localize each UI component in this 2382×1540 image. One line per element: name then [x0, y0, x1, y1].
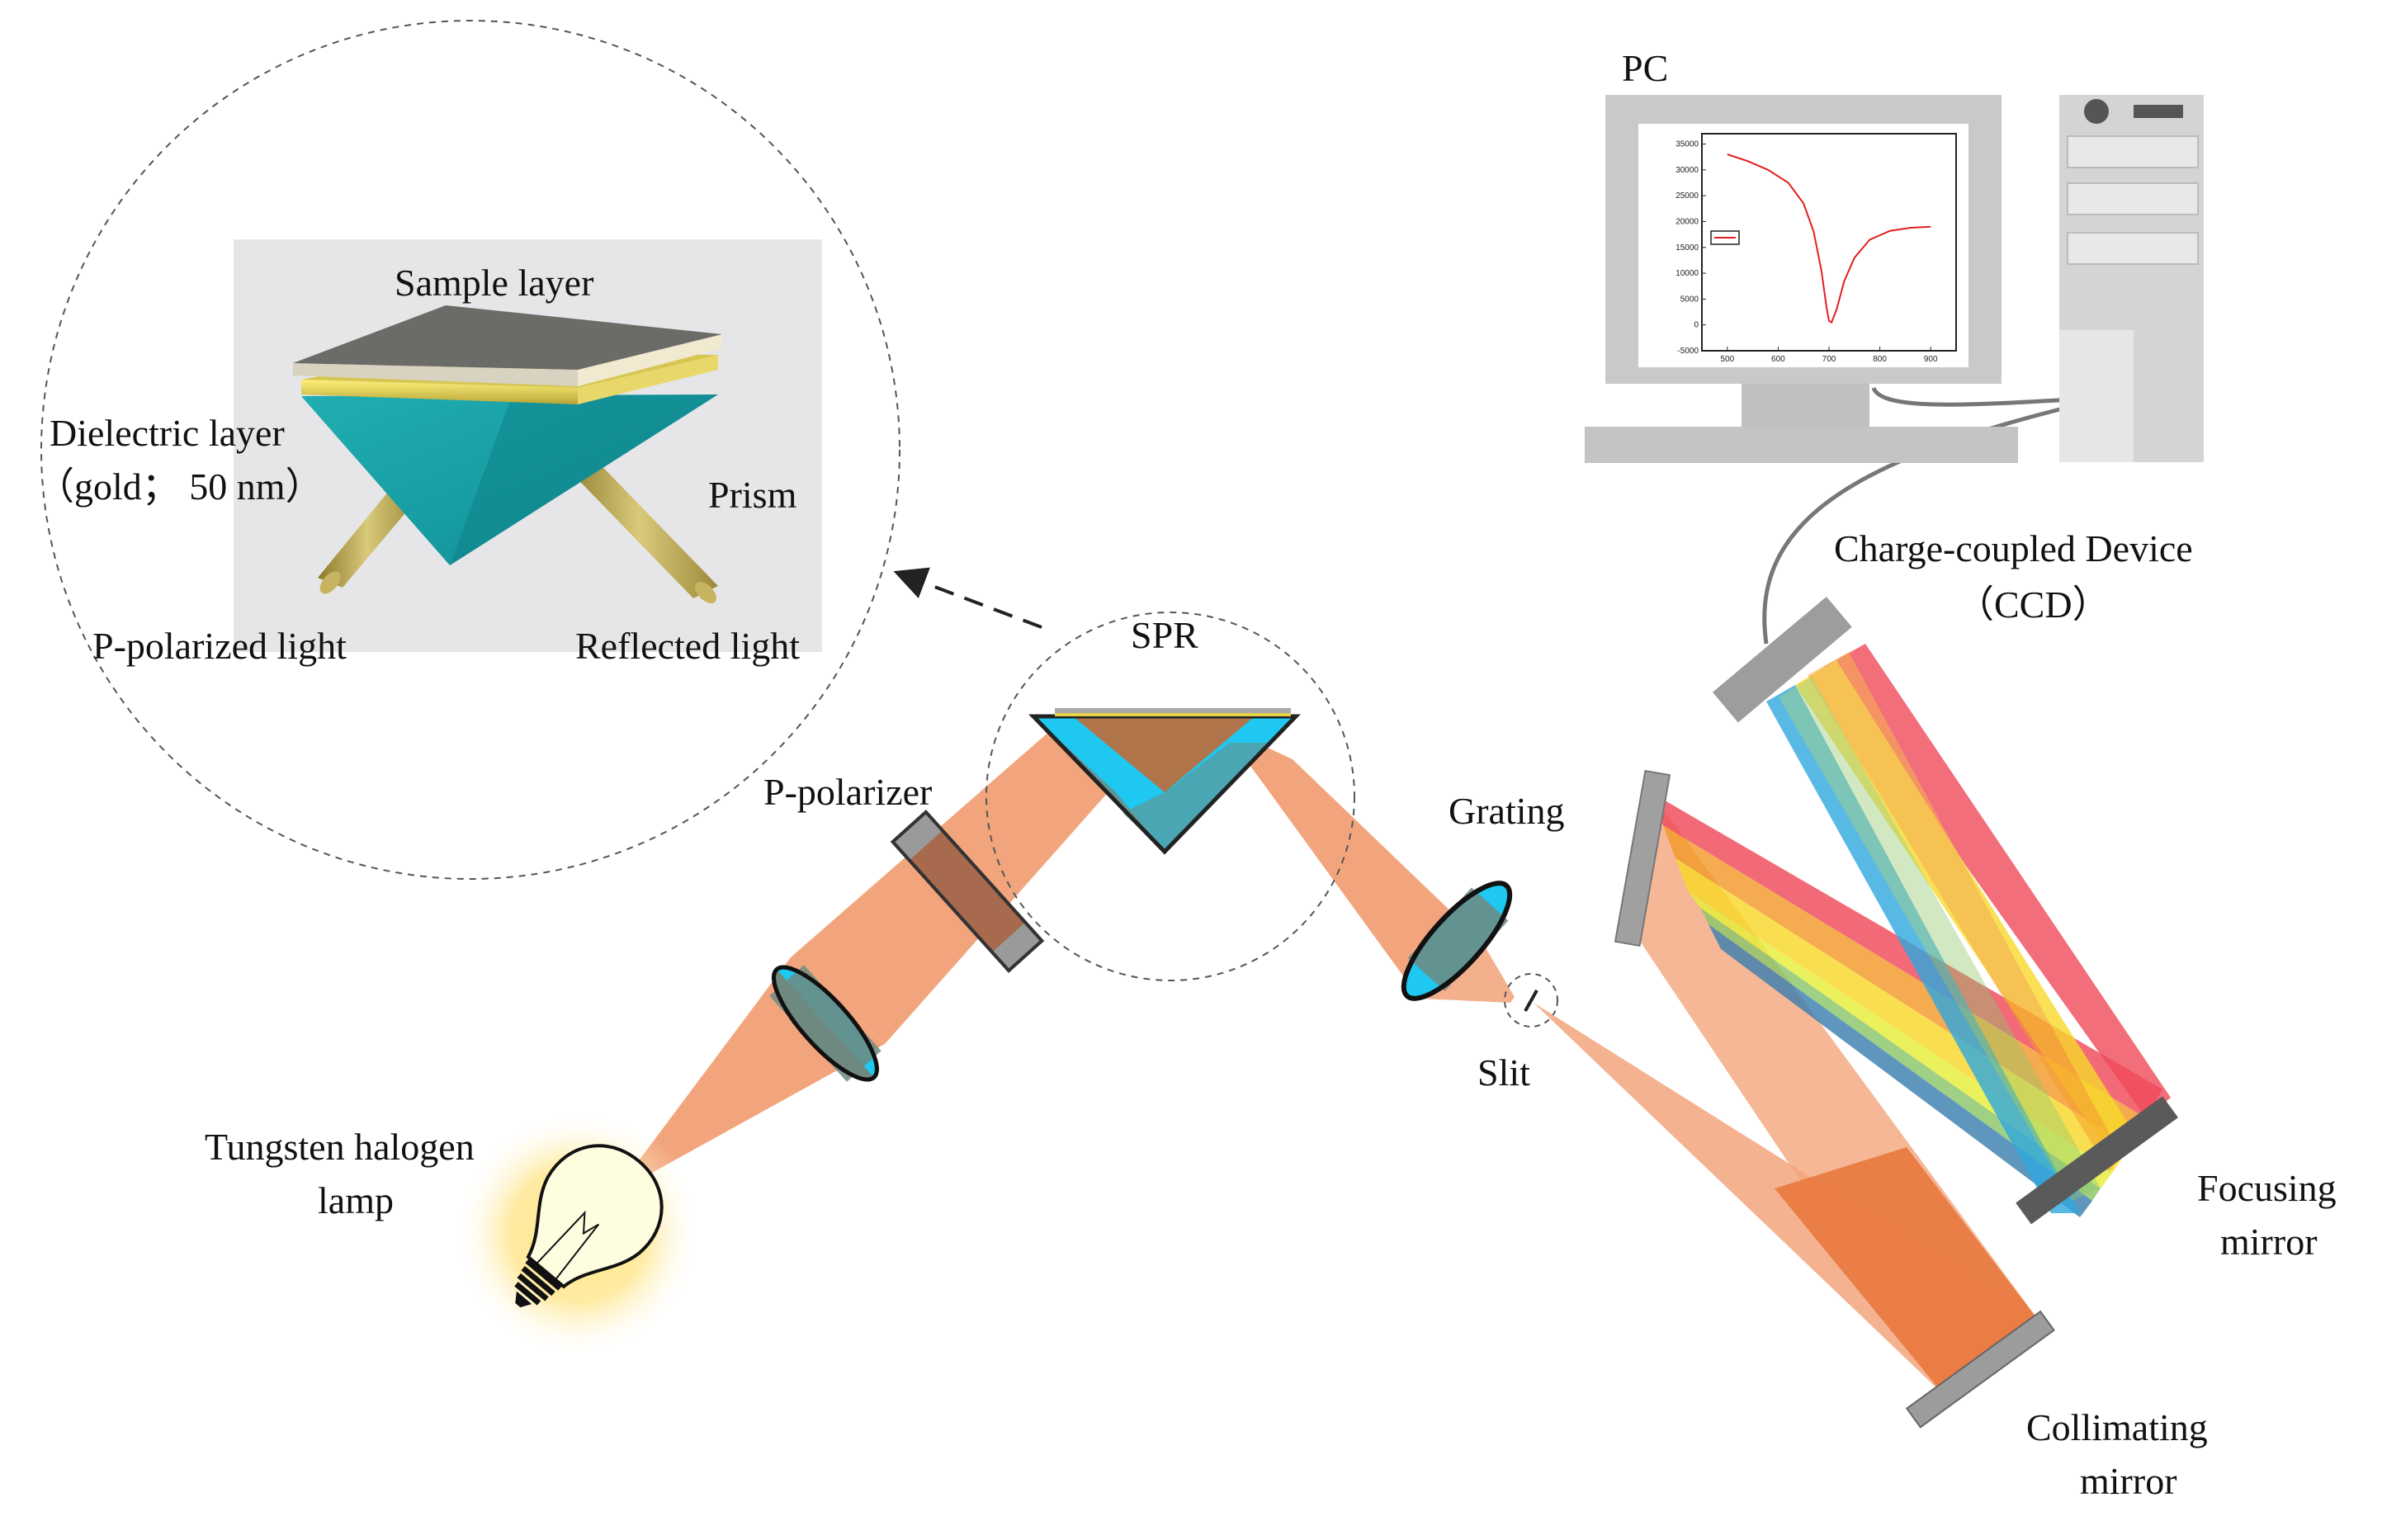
- label-p-polarized-light: P-polarized light: [92, 625, 347, 667]
- monitor-neck: [1742, 384, 1869, 427]
- chart-x-ticks: 500 600 700 800 900: [1720, 347, 1938, 364]
- chart-x-tick-label: 700: [1822, 355, 1836, 364]
- p-polarizer: [890, 810, 1045, 973]
- label-reflected-light: Reflected light: [575, 625, 800, 667]
- chart-y-tick-label: 25000: [1675, 191, 1699, 201]
- label-ccd-line2: （CCD）: [1956, 583, 2110, 626]
- chart-y-tick-label: 20000: [1675, 217, 1699, 226]
- tower-slot-top: [2134, 105, 2183, 118]
- chart-y-tick-label: 15000: [1675, 243, 1699, 253]
- collimating-mirror: [1905, 1310, 2055, 1429]
- chart-curve: [1727, 154, 1931, 324]
- chart-y-tick-label: -5000: [1677, 347, 1699, 356]
- chart-x-tick-label: 800: [1873, 355, 1887, 364]
- pc: PC 35000 30000 25000 20000 15000 10000 5000 0 -5…: [1585, 47, 2204, 463]
- spr-gold-film: [1055, 713, 1291, 716]
- input-beam: [621, 718, 1515, 1190]
- tungsten-halogen-lamp: [454, 1110, 702, 1358]
- chart-y-tick-label: 35000: [1675, 140, 1699, 149]
- chart-x-tick-label: 500: [1720, 355, 1734, 364]
- ccd-detector: [1712, 596, 1852, 723]
- chart-x-tick-label: 900: [1924, 355, 1938, 364]
- p-polarized-light-rod: [318, 487, 417, 594]
- label-collimating-line1: Collimating: [2026, 1406, 2208, 1448]
- monitor-cable: [1871, 386, 2101, 407]
- focused-beams: [1766, 644, 2171, 1213]
- label-focusing-line2: mirror: [2220, 1221, 2318, 1263]
- label-dielectric-line2: （gold； 50 nm）: [36, 465, 324, 508]
- spr-circle: [985, 612, 1355, 981]
- spr-sample-film: [1055, 708, 1291, 713]
- lens-1: [769, 965, 881, 1082]
- drive-bay-2: [2067, 182, 2199, 215]
- slit: [1504, 973, 1558, 1027]
- lens-2: [1401, 881, 1513, 1001]
- lightbulb-icon: [514, 1144, 664, 1308]
- chart-y-ticks: 35000 30000 25000 20000 15000 10000 5000 0 -5000: [1675, 140, 1706, 356]
- prism-3d: [301, 394, 718, 565]
- label-collimating-line2: mirror: [2080, 1460, 2177, 1502]
- label-pc: PC: [1622, 47, 1668, 89]
- label-spr: SPR: [1131, 614, 1198, 656]
- spr-prism: [1028, 708, 1301, 855]
- monitor-chart: 35000 30000 25000 20000 15000 10000 5000 0 -5000…: [1675, 133, 1957, 364]
- chart-y-tick-label: 10000: [1675, 269, 1699, 278]
- zoom-circle: [40, 20, 900, 880]
- chart-y-tick-label: 0: [1694, 321, 1699, 330]
- zoom-arrow: [893, 567, 1042, 629]
- sample-layer-3d: [293, 305, 722, 386]
- drive-bay-3: [2067, 232, 2199, 265]
- power-button-icon: [2084, 99, 2109, 124]
- label-lamp-line1: Tungsten halogen: [205, 1126, 475, 1168]
- chart-y-tick-label: 30000: [1675, 166, 1699, 175]
- beam-prism-to-lens: [1222, 726, 1482, 999]
- tower-side-panel: [2059, 330, 2134, 462]
- label-sample-layer: Sample layer: [395, 262, 593, 304]
- focusing-mirror: [2016, 1096, 2178, 1225]
- chart-x-tick-label: 600: [1771, 355, 1785, 364]
- label-grating: Grating: [1449, 790, 1565, 832]
- label-lamp-line2: lamp: [318, 1179, 394, 1221]
- chart-y-tick-label: 5000: [1680, 295, 1699, 304]
- spectrometer-beams: [1534, 644, 2171, 1395]
- grating: [1614, 769, 1671, 947]
- monitor-base: [1585, 427, 2018, 463]
- label-prism: Prism: [708, 474, 797, 516]
- zoom-inset: Sample layer Dielectric layer （gold； 50 …: [36, 20, 900, 880]
- label-dielectric-line1: Dielectric layer: [50, 412, 285, 454]
- label-focusing-line1: Focusing: [2197, 1167, 2337, 1209]
- drive-bay-1: [2067, 135, 2199, 168]
- label-p-polarizer: P-polarizer: [763, 771, 932, 813]
- chart-legend: [1710, 230, 1740, 245]
- label-ccd-line1: Charge-coupled Device: [1834, 527, 2193, 569]
- label-slit: Slit: [1477, 1051, 1530, 1094]
